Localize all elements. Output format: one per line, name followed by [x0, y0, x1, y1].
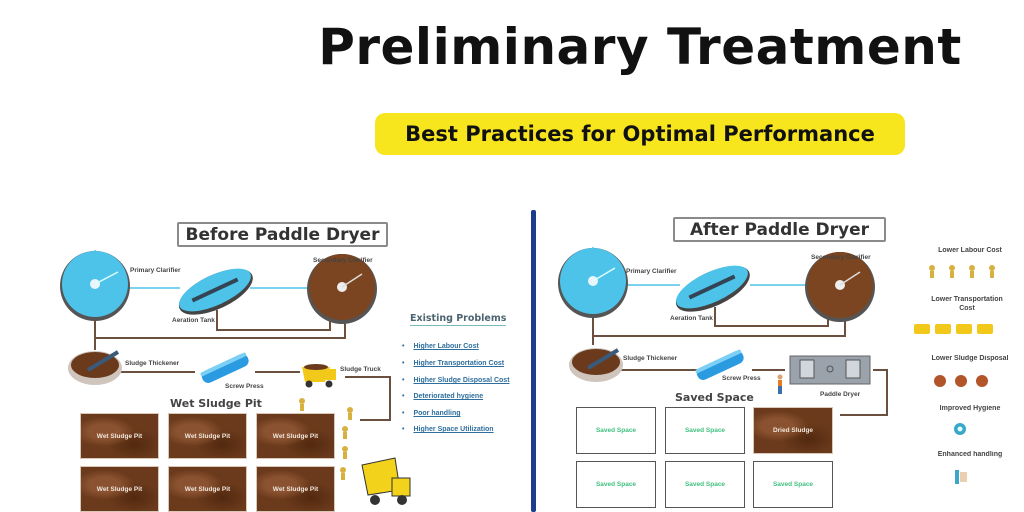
- problem-item: Higher Labour Cost: [402, 343, 478, 350]
- wet-sludge-pit: Wet Sludge Pit: [168, 413, 247, 459]
- saved-space-box: Saved Space: [576, 407, 656, 454]
- label-screw-press: Screw Press: [722, 375, 761, 382]
- label-paddle-dryer: Paddle Dryer: [820, 391, 861, 398]
- operator-icon: [777, 374, 783, 394]
- label-screw-press: Screw Press: [225, 383, 264, 390]
- wet-sludge-pit-heading: Wet Sludge Pit: [170, 397, 262, 410]
- problem-item: Higher Space Utilization: [402, 426, 493, 433]
- sludge-thickener-icon: [68, 350, 122, 385]
- wet-sludge-pit: Wet Sludge Pit: [168, 466, 247, 512]
- page-title: Preliminary Treatment: [318, 18, 962, 76]
- saved-space-box: Saved Space: [576, 461, 656, 508]
- worker-icons: [929, 265, 995, 278]
- hygiene-icon: [954, 423, 966, 435]
- panel-divider: [531, 210, 536, 512]
- paddle-dryer-icon: [789, 355, 871, 385]
- existing-problems-heading: Existing Problems: [410, 313, 507, 326]
- label-sludge-truck: Sludge Truck: [340, 366, 381, 373]
- sludge-truck-icon: [302, 364, 336, 388]
- label-sludge-thickener: Sludge Thickener: [623, 355, 678, 362]
- wet-sludge-pit: Wet Sludge Pit: [80, 466, 159, 512]
- label-primary-clarifier: Primary Clarifier: [626, 268, 677, 275]
- subtitle-banner: Best Practices for Optimal Performance: [375, 113, 905, 155]
- label-sludge-thickener: Sludge Thickener: [125, 360, 180, 367]
- secondary-clarifier-icon-after: [805, 252, 875, 322]
- screw-press-icon-after: [695, 349, 744, 380]
- label-primary-clarifier: Primary Clarifier: [130, 267, 181, 274]
- problem-item: Deteriorated hygiene: [402, 393, 483, 400]
- after-panel-title: After Paddle Dryer: [673, 217, 886, 242]
- disposal-hand-icons: [934, 375, 988, 387]
- problem-item: Higher Transportation Cost: [402, 360, 504, 367]
- before-pipes: [94, 250, 391, 421]
- benefit-label: Improved Hygiene: [939, 405, 1001, 412]
- saved-space-box: Saved Space: [665, 461, 745, 508]
- label-secondary-clarifier: Secondary Clarifier: [811, 254, 871, 261]
- label-aeration-tank: Aeration Tank: [670, 315, 713, 322]
- benefit-label: Lower Labour Cost: [938, 247, 1002, 254]
- saved-space-box: Saved Space: [753, 461, 833, 508]
- workers-icon: [299, 398, 353, 480]
- benefit-label: Lower Transportation Cost: [931, 296, 1003, 312]
- benefit-label: Enhanced handling: [937, 451, 1003, 458]
- label-aeration-tank: Aeration Tank: [172, 317, 215, 324]
- saved-space-box: Saved Space: [665, 407, 745, 454]
- wet-sludge-pit: Wet Sludge Pit: [256, 413, 335, 459]
- problem-item: Poor handling: [402, 410, 460, 417]
- before-panel-title: Before Paddle Dryer: [177, 222, 388, 247]
- truck-icons: [914, 324, 993, 334]
- screw-press-icon: [200, 352, 249, 383]
- primary-clarifier-icon-after: [558, 248, 628, 318]
- dump-truck-icon: [361, 457, 411, 505]
- problem-item: Higher Sludge Disposal Cost: [402, 377, 509, 384]
- handling-icon: [955, 470, 967, 484]
- dried-sludge-box: Dried Sludge: [753, 407, 833, 454]
- saved-space-heading: Saved Space: [675, 391, 754, 404]
- sludge-thickener-icon-after: [569, 348, 623, 382]
- secondary-clarifier-icon: [307, 254, 377, 324]
- aeration-tank-icon: [178, 268, 253, 315]
- label-secondary-clarifier: Secondary Clarifier: [313, 257, 373, 264]
- wet-sludge-pit: Wet Sludge Pit: [256, 466, 335, 512]
- wet-sludge-pit: Wet Sludge Pit: [80, 413, 159, 459]
- benefit-label: Lower Sludge Disposal: [931, 355, 1009, 362]
- primary-clarifier-icon: [60, 251, 130, 321]
- aeration-tank-icon-after: [675, 265, 750, 312]
